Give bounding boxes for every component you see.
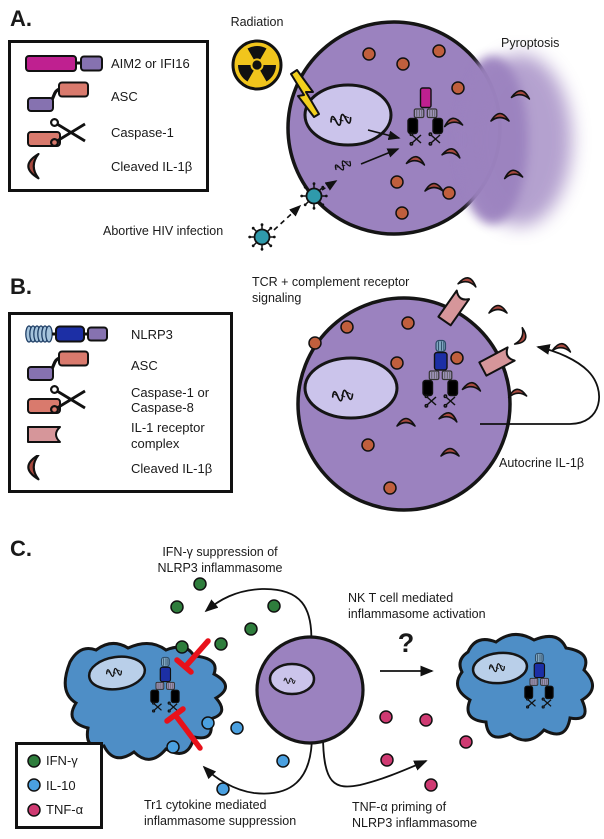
aim2-ifi16-icon xyxy=(24,54,104,72)
legend-a: AIM2 or IFI16 ASC Caspase-1 Cleaved IL-1… xyxy=(8,40,209,192)
legend-row: Caspase-1 or Caspase-8 xyxy=(19,385,222,416)
tr1-suppression-label: Tr1 cytokine mediated inflammasome suppr… xyxy=(144,798,297,828)
tr1-arrow xyxy=(202,734,313,795)
legend-row: ASC xyxy=(19,80,198,113)
il10-dot-icon xyxy=(27,778,41,793)
legend-label: IL-1 receptor complex xyxy=(131,419,205,451)
cell-b-nucleus xyxy=(303,356,399,420)
legend-row: IL-10 xyxy=(24,777,94,793)
tcr-label: TCR + complement receptor signaling xyxy=(252,275,410,305)
nlrp3-icon xyxy=(24,324,109,344)
caspase-scissors-icon xyxy=(26,385,87,415)
panel-a-label: A. xyxy=(10,6,32,31)
autocrine-label: Autocrine IL-1β xyxy=(499,456,585,470)
inhibition-bars xyxy=(164,638,211,751)
macrophage-left-nucleus xyxy=(87,655,147,691)
legend-row: Caspase-1 xyxy=(19,117,198,148)
legend-label: TNF-α xyxy=(46,802,84,818)
tnfa-dot-icon xyxy=(27,803,41,817)
legend-c: IFN-γ IL-10 TNF-α xyxy=(15,742,103,829)
legend-label: NLRP3 xyxy=(131,326,173,342)
legend-label: Cleaved IL-1β xyxy=(131,460,213,476)
legend-row: IFN-γ xyxy=(24,753,94,769)
legend-label: Cleaved IL-1β xyxy=(111,158,193,174)
panel-a xyxy=(233,20,572,252)
tnfa-priming-label: TNF-α priming of NLRP3 inflammasome xyxy=(352,800,478,830)
legend-b: NLRP3 ASC Caspase-1 or Caspase-8 IL-1 re… xyxy=(8,312,233,493)
question-mark: ? xyxy=(397,628,415,658)
panel-c xyxy=(63,577,594,796)
legend-label: IL-10 xyxy=(46,777,76,793)
cleaved-il1b-icon xyxy=(27,152,40,179)
legend-label: Caspase-1 xyxy=(111,124,174,140)
abortive-hiv-label: Abortive HIV infection xyxy=(103,224,224,238)
t-cell-body xyxy=(255,635,365,745)
asc-icon xyxy=(26,349,90,381)
ifng-suppression-label: IFN-γ suppression of NLRP3 inflammasome xyxy=(157,545,283,575)
radiation-icon xyxy=(233,41,281,89)
asc-icon xyxy=(26,80,90,113)
legend-label: AIM2 or IFI16 xyxy=(111,55,190,71)
signal-arrows-a xyxy=(273,129,401,231)
tnfa-arrow xyxy=(322,734,428,788)
legend-row: NLRP3 xyxy=(19,323,222,346)
legend-label: ASC xyxy=(111,88,138,104)
legend-row: IL-1 receptor complex xyxy=(19,420,222,451)
panel-c-label: C. xyxy=(10,536,32,561)
legend-row: Cleaved IL-1β xyxy=(19,152,198,181)
legend-row: Cleaved IL-1β xyxy=(19,455,222,482)
hiv-virus-membrane-icon xyxy=(299,181,329,211)
nkt-activation-label: NK T cell mediated inflammasome activati… xyxy=(348,591,486,621)
legend-row: AIM2 or IFI16 xyxy=(19,52,198,76)
cleaved-il1b-icon xyxy=(27,455,40,481)
panel-b-label: B. xyxy=(10,274,32,299)
ifng-arrow xyxy=(204,588,313,649)
legend-label: ASC xyxy=(131,357,158,373)
hiv-virus-icon xyxy=(247,222,277,252)
legend-row: ASC xyxy=(19,349,222,381)
legend-label: Caspase-1 or Caspase-8 xyxy=(131,384,210,416)
legend-row: TNF-α xyxy=(24,802,94,818)
cell-b-body xyxy=(296,296,512,512)
il1-receptor-icon xyxy=(27,426,61,443)
il1b-dots-a xyxy=(362,44,465,220)
pyroptosis-label: Pyroptosis xyxy=(501,36,560,50)
macrophage-right-nucleus xyxy=(471,651,529,685)
ifng-dot-icon xyxy=(27,754,41,768)
pyroptosis-blur xyxy=(456,54,572,226)
tnfa-dots xyxy=(379,710,473,792)
panel-b xyxy=(296,275,600,512)
radiation-label: Radiation xyxy=(230,15,284,29)
il1b-dots-b xyxy=(308,316,464,495)
lightning-bolt-icon xyxy=(290,69,320,118)
autocrine-arrow xyxy=(480,344,600,425)
legend-label: IFN-γ xyxy=(46,753,78,769)
caspase-scissors-icon xyxy=(26,117,87,147)
